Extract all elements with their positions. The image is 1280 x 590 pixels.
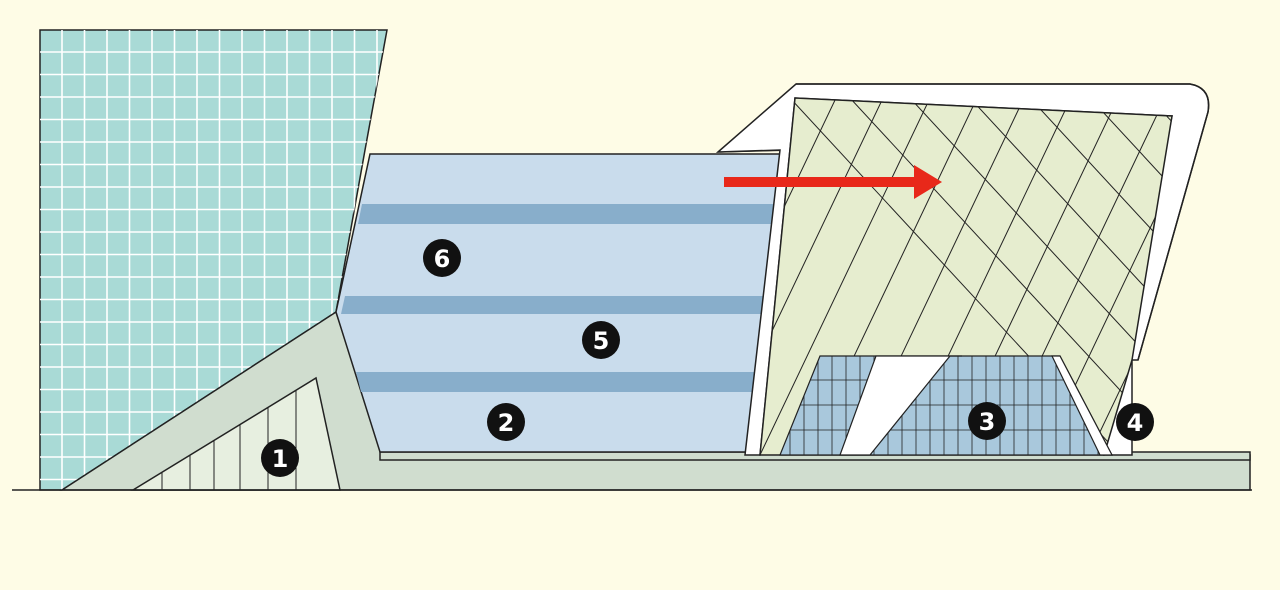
marker-circle: [487, 403, 525, 441]
lobby-glazing: [779, 355, 1113, 456]
marker-circle: [423, 239, 461, 277]
lobby-pier: [1051, 355, 1113, 456]
marker-label: 4: [1127, 409, 1144, 437]
lobby-pier: [839, 355, 962, 456]
mesh-line: [1230, 98, 1280, 455]
marker-circle: [582, 321, 620, 359]
mesh-line: [1029, 98, 1172, 455]
direction-arrow: [724, 165, 942, 199]
glass-block: [335, 153, 793, 453]
mesh-line: [1088, 98, 1172, 455]
marker-circle: [1116, 403, 1154, 441]
glass-band-lower: [356, 372, 757, 392]
mesh-line: [1210, 98, 1280, 455]
marker-3: 3: [968, 402, 1006, 440]
mesh-line: [969, 98, 1172, 455]
marker-label: 2: [498, 409, 515, 437]
marker-circle: [968, 402, 1006, 440]
marker-6: 6: [423, 239, 461, 277]
mesh-line: [909, 98, 1172, 455]
marker-1: 1: [261, 439, 299, 477]
marker-label: 5: [593, 327, 610, 355]
marker-label: 1: [272, 445, 289, 473]
glass-band-top: [358, 204, 785, 224]
marker-circle: [261, 439, 299, 477]
mesh-line: [760, 98, 884, 455]
mesh-line: [1089, 98, 1172, 455]
mesh-line: [1270, 98, 1280, 455]
marker-5: 5: [582, 321, 620, 359]
glass-band-middle: [341, 296, 770, 314]
mesh-line: [760, 98, 931, 455]
marker-4: 4: [1116, 403, 1154, 441]
marker-2: 2: [487, 403, 525, 441]
mesh-line: [760, 98, 837, 455]
marker-label: 3: [979, 408, 996, 436]
marker-label: 6: [434, 245, 451, 273]
